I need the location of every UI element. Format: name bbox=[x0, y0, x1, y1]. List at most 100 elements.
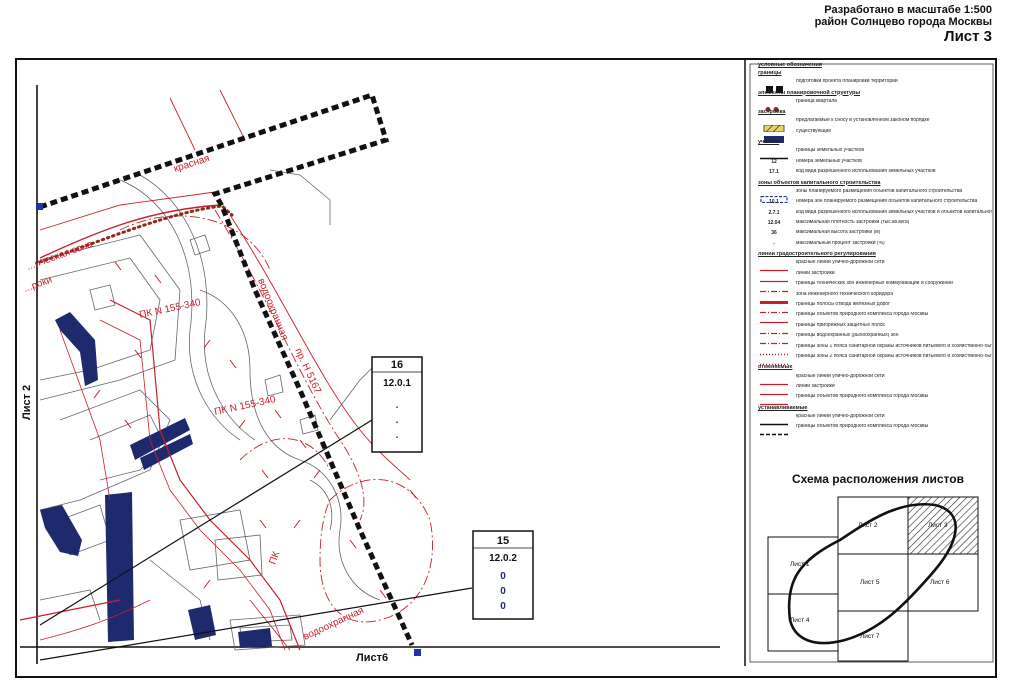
legend-label: границы земельных участков bbox=[796, 148, 864, 154]
legend-symbol: 2.7.1 bbox=[768, 209, 780, 216]
legend-symbol bbox=[760, 375, 788, 385]
legend-symbol bbox=[760, 324, 788, 334]
legend-item: границы объектов природного комплекса го… bbox=[760, 312, 992, 324]
boundary-marker bbox=[36, 203, 43, 210]
legend-label: подготовки проекта планировки территории bbox=[796, 79, 898, 85]
legend-label: максимальная высота застройки (м) bbox=[796, 230, 881, 236]
legend-symbol bbox=[760, 425, 788, 436]
leader-lines bbox=[39, 419, 473, 661]
legend-symbol: - bbox=[773, 240, 775, 247]
legend-item: зоны планируемого размещения объектов ка… bbox=[760, 189, 992, 203]
district-title: район Солнцево города Москвы bbox=[814, 16, 992, 28]
legend-label: номера зон планируемого размещения объек… bbox=[796, 199, 978, 205]
legend-symbol bbox=[760, 313, 788, 324]
zone-16-value: . bbox=[396, 400, 399, 411]
legend-label: предлагаемые к сносу в установленном зак… bbox=[796, 118, 930, 124]
red-lines bbox=[19, 89, 433, 651]
scheme-sheet-label: Лист 3 bbox=[928, 522, 948, 529]
legend-symbol bbox=[760, 303, 788, 314]
sheet-scheme: Лист 2 Лист 3 Лист 1 Лист 5 Лист 6 Лист … bbox=[767, 496, 979, 662]
legend-item: линии застройки bbox=[760, 270, 992, 282]
legend-item: границы технических зон инженерных комму… bbox=[760, 281, 992, 293]
sheet-title: Лист 3 bbox=[944, 28, 992, 45]
zone-15-number: 15 bbox=[497, 535, 509, 547]
legend-section-heading: элементы планировочной структуры bbox=[758, 89, 861, 96]
legend-symbol bbox=[760, 355, 788, 366]
legend-label: максимальная плотность застройки (тыс.кв… bbox=[796, 220, 910, 225]
zone-16-code: 12.0.1 bbox=[383, 378, 411, 389]
legend-label: максимальный процент застройки (%) bbox=[796, 240, 885, 246]
legend-symbol bbox=[760, 272, 788, 282]
legend-item: предлагаемые к сносу в установленном зак… bbox=[760, 118, 992, 133]
legend-item: 36 максимальная высота застройки (м) bbox=[760, 230, 992, 239]
legend-symbol bbox=[760, 385, 788, 396]
legend-label: номера земельных участков bbox=[796, 158, 862, 164]
legend-label: красные линии улично-дорожной сети bbox=[796, 414, 885, 419]
zone-16-value: . bbox=[396, 415, 399, 426]
legend-symbol: 12 bbox=[771, 158, 777, 165]
legend-item: границы зоны 1 пояса санитарной охраны и… bbox=[760, 343, 992, 355]
legend-symbol bbox=[760, 119, 788, 133]
legend-label: красные линии улично-дорожной сети bbox=[796, 373, 885, 379]
legend-label: красные линии улично-дорожной сети bbox=[796, 260, 885, 266]
legend-symbol bbox=[760, 190, 788, 203]
scheme-sheet-label: Лист 1 bbox=[790, 561, 810, 568]
legend-section-heading: устанавливаемые bbox=[758, 404, 808, 411]
legend-label: границы объектов природного комплекса го… bbox=[796, 312, 929, 318]
legend-item: 12.04 максимальная плотность застройки (т… bbox=[760, 220, 992, 229]
scale-note: Разработано в масштабе 1:500 bbox=[824, 4, 992, 16]
label-pk-3: ПК bbox=[267, 550, 282, 566]
scheme-sheet-label: Лист 4 bbox=[790, 617, 810, 624]
existing-buildings bbox=[40, 312, 272, 648]
project-boundary bbox=[39, 91, 415, 647]
legend-item: границы зоны 2 пояса санитарной охраны и… bbox=[760, 354, 992, 366]
label-road-6: ...роки bbox=[22, 274, 53, 294]
legend-symbol bbox=[760, 415, 788, 426]
legend-symbol: 10.1 bbox=[769, 199, 779, 206]
legend-symbol bbox=[760, 293, 788, 304]
scheme-sheet-label: Лист 5 bbox=[860, 579, 880, 586]
legend-symbol bbox=[760, 345, 788, 355]
legend-section-heading: границы bbox=[758, 70, 782, 76]
legend-title: условные обозначения bbox=[758, 62, 822, 68]
legend-item: красные линии улично-дорожной сети bbox=[760, 373, 992, 385]
legend-label: зона инженерного технического коридора bbox=[796, 291, 893, 297]
legend-label: границы зоны 1 пояса санитарной охраны и… bbox=[796, 343, 992, 349]
legend-item: 12 номера земельных участков bbox=[760, 159, 992, 168]
legend-item: границы водоохранных (рыбоохранных) зон bbox=[760, 333, 992, 345]
legend-symbol bbox=[760, 282, 788, 293]
legend-label: границы полосы отвода железных дорог bbox=[796, 302, 890, 307]
legend-symbol bbox=[760, 149, 788, 160]
zone-15-code: 12.0.2 bbox=[489, 553, 517, 564]
legend-section-heading: линии градостроительного регулирования bbox=[758, 251, 876, 258]
legend-item: - максимальный процент застройки (%) bbox=[760, 241, 992, 250]
legend-symbol bbox=[760, 100, 788, 112]
legend-label: код вида разрешенного использования земе… bbox=[796, 169, 936, 175]
legend-section-heading: зоны объектов капитального строительства bbox=[758, 179, 881, 186]
legend-symbol: 36 bbox=[771, 230, 777, 237]
legend-symbol bbox=[760, 334, 788, 345]
legend-frame bbox=[749, 63, 994, 663]
legend-label: граница квартала bbox=[796, 98, 837, 104]
legend-symbol: 12.04 bbox=[767, 220, 781, 226]
legend-label: границы зоны 2 пояса санитарной охраны и… bbox=[796, 354, 992, 359]
sheet-label-left: Лист 2 bbox=[21, 385, 33, 420]
label-pk-1: ПК N 155-340 bbox=[138, 297, 202, 321]
drawing-frame bbox=[15, 58, 997, 678]
zone-box-15: 15 12.0.2 0 0 0 bbox=[472, 530, 534, 620]
boundary-marker bbox=[414, 649, 421, 656]
legend-label: границы объектов природного комплекса го… bbox=[796, 394, 929, 400]
legend-label: границы технических зон инженерных комму… bbox=[796, 281, 953, 287]
scheme-outline bbox=[787, 502, 957, 645]
red-ticks bbox=[93, 261, 417, 599]
legend-item: красные линии улично-дорожной сети bbox=[760, 414, 992, 426]
legend-item: границы прибрежных защитных полос bbox=[760, 323, 992, 334]
scheme-title: Схема расположения листов bbox=[792, 472, 964, 486]
legend-label: границы объектов природного комплекса го… bbox=[796, 424, 929, 430]
legend-symbol bbox=[760, 261, 788, 272]
zone-box-16: 16 12.0.1 . . . bbox=[371, 356, 423, 453]
legend-label: линии застройки bbox=[796, 270, 835, 276]
scheme-sheet-label: Лист 2 bbox=[858, 522, 878, 529]
